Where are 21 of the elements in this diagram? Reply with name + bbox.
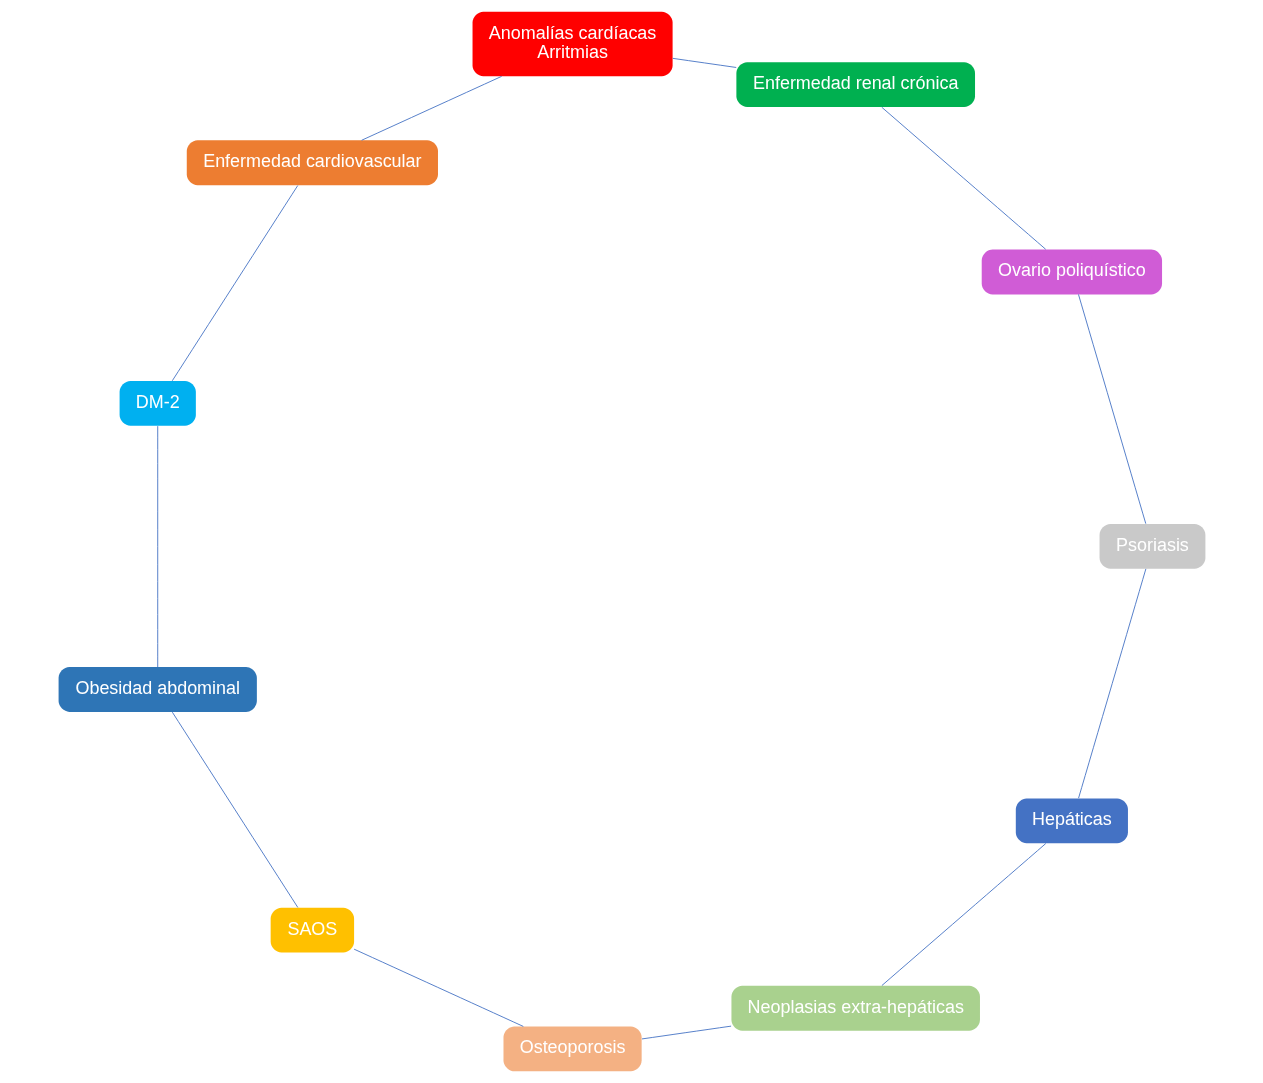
connector (641, 1025, 732, 1040)
connector (171, 711, 298, 908)
node-box: Enfermedad renal crónica (735, 62, 975, 108)
connector (671, 57, 737, 68)
node-box: Ovario poliquístico (981, 249, 1162, 295)
connector (171, 185, 298, 382)
connector (353, 948, 524, 1027)
node-box: Neoplasias extra-hepáticas (730, 985, 980, 1031)
connector (1077, 294, 1146, 525)
connector (880, 106, 1046, 250)
node-box: Osteoporosis (503, 1026, 642, 1072)
node-box: DM-2 (119, 381, 196, 426)
node-box: SAOS (270, 907, 354, 953)
node-box: Enfermedad cardiovascular (186, 140, 438, 186)
connector (880, 843, 1046, 986)
node-box: Hepáticas (1015, 798, 1128, 844)
node-box: Obesidad abdominal (58, 667, 257, 712)
connector (1077, 568, 1146, 799)
connector (156, 425, 158, 668)
connector (360, 75, 502, 141)
node-box: Anomalías cardíacas Arritmias (472, 11, 673, 77)
